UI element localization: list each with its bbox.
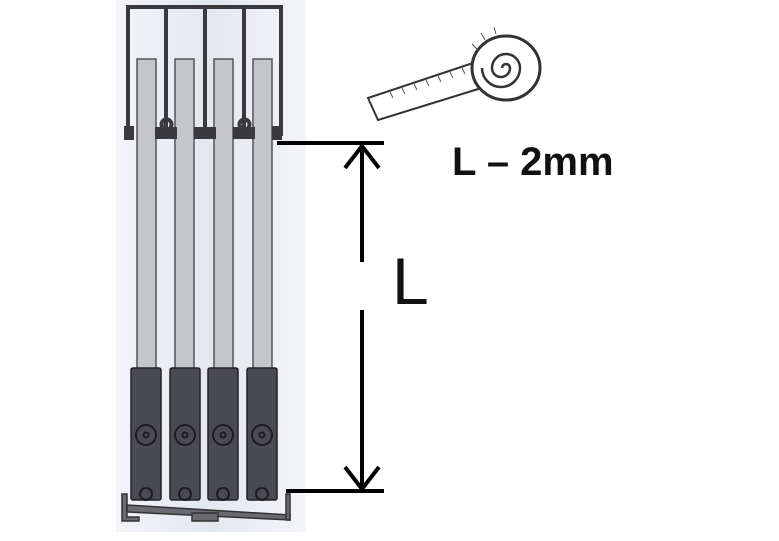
slat [213,58,234,372]
carrier-clips [124,126,282,140]
slat [174,58,195,372]
tape-measure-icon [366,26,542,122]
dimension-label: L [392,244,429,318]
slats [136,58,273,372]
dimension-arrow-icon [277,141,384,493]
slat [252,58,273,372]
slat [136,58,157,372]
bottom-chain [121,493,291,522]
measurement-label: L – 2mm [452,140,614,184]
weight-blocks [130,367,278,501]
head-rail [126,5,283,136]
